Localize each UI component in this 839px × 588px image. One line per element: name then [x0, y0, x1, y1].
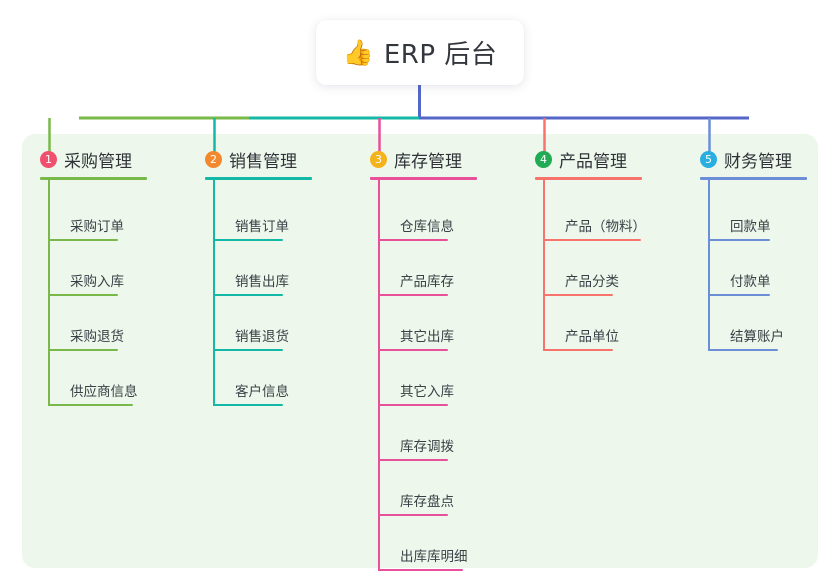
branch-header[interactable]: 4 产品管理 [535, 146, 627, 172]
branch-underline [370, 177, 477, 180]
branch-column-5: 5 财务管理回款单付款单结算账户 [700, 146, 807, 351]
branch-item-label: 库存盘点 [400, 494, 454, 510]
branch-header[interactable]: 1 采购管理 [40, 146, 132, 172]
branch-item[interactable]: 其它出库 [370, 321, 480, 351]
branch-item-label: 产品库存 [400, 274, 454, 290]
branch-vertical-connector [708, 180, 710, 351]
branch-item-label: 销售订单 [235, 219, 289, 235]
branch-number-badge: 1 [40, 150, 57, 168]
branch-item-label: 采购入库 [70, 274, 124, 290]
branch-item-label: 产品单位 [565, 329, 619, 345]
branch-underline [40, 177, 147, 180]
branch-item[interactable]: 产品分类 [535, 266, 645, 296]
thumbs-up-icon: 👍 [342, 38, 374, 67]
branch-vertical-connector [213, 180, 215, 406]
branch-item[interactable]: 结算账户 [700, 321, 810, 351]
branch-number-badge: 5 [700, 150, 717, 168]
branch-item-label: 采购退货 [70, 329, 124, 345]
root-title: ERP 后台 [383, 40, 498, 70]
branch-number-badge: 2 [205, 150, 222, 168]
branch-item[interactable]: 客户信息 [205, 376, 315, 406]
branch-vertical-connector [543, 180, 545, 351]
branch-item-label: 销售退货 [235, 329, 289, 345]
branch-item[interactable]: 库存盘点 [370, 486, 480, 516]
branch-item-underline [213, 349, 283, 351]
branch-item[interactable]: 采购入库 [40, 266, 150, 296]
branch-item-underline [378, 569, 463, 571]
branch-header[interactable]: 2 销售管理 [205, 146, 297, 172]
branch-item-label: 客户信息 [235, 384, 289, 400]
branch-item-underline [378, 349, 448, 351]
branch-item-label: 采购订单 [70, 219, 124, 235]
branch-item-label: 库存调拨 [400, 439, 454, 455]
branch-item-underline [378, 294, 448, 296]
branch-item-underline [378, 514, 448, 516]
branch-item[interactable]: 产品库存 [370, 266, 480, 296]
branch-item[interactable]: 付款单 [700, 266, 802, 296]
branch-item-underline [543, 294, 613, 296]
branch-header[interactable]: 3 库存管理 [370, 146, 462, 172]
branch-column-3: 3 库存管理仓库信息产品库存其它出库其它入库库存调拨库存盘点出库库明细 [370, 146, 477, 571]
branch-header[interactable]: 5 财务管理 [700, 146, 792, 172]
branch-item[interactable]: 其它入库 [370, 376, 480, 406]
branch-item-underline [48, 404, 133, 406]
branch-item[interactable]: 供应商信息 [40, 376, 165, 406]
branch-vertical-connector [48, 180, 50, 406]
branches-panel [22, 134, 818, 568]
branch-underline [205, 177, 312, 180]
root-node[interactable]: 👍 ERP 后台 [316, 20, 524, 85]
branch-column-2: 2 销售管理销售订单销售出库销售退货客户信息 [205, 146, 312, 406]
branch-item-underline [48, 349, 118, 351]
branch-item-underline [378, 404, 448, 406]
branch-item[interactable]: 销售退货 [205, 321, 315, 351]
branch-item-underline [48, 239, 118, 241]
branch-item-underline [543, 349, 613, 351]
branch-item[interactable]: 采购订单 [40, 211, 150, 241]
branch-item-underline [48, 294, 118, 296]
branch-item[interactable]: 库存调拨 [370, 431, 480, 461]
branch-title: 库存管理 [394, 151, 462, 172]
branch-number-badge: 4 [535, 150, 552, 168]
branch-item-underline [213, 294, 283, 296]
branch-item-label: 供应商信息 [70, 384, 138, 400]
branch-item[interactable]: 仓库信息 [370, 211, 480, 241]
branch-column-4: 4 产品管理产品（物料） 产品分类产品单位 [535, 146, 646, 351]
branch-item-label: 结算账户 [730, 329, 784, 345]
branch-item-label: 出库库明细 [400, 549, 468, 565]
branch-item-label: 销售出库 [235, 274, 289, 290]
branch-item-label: 产品（物料） [565, 219, 646, 235]
branch-item-label: 仓库信息 [400, 219, 454, 235]
branch-item[interactable]: 出库库明细 [370, 541, 495, 571]
branch-item-label: 付款单 [730, 274, 771, 290]
branch-title: 财务管理 [724, 151, 792, 172]
branch-title: 采购管理 [64, 151, 132, 172]
branch-item-label: 其它出库 [400, 329, 454, 345]
branch-title: 产品管理 [559, 151, 627, 172]
branch-item[interactable]: 产品单位 [535, 321, 645, 351]
branch-item-underline [543, 239, 641, 241]
branch-item[interactable]: 销售出库 [205, 266, 315, 296]
branch-item[interactable]: 产品（物料） [535, 211, 673, 241]
branch-item-underline [213, 239, 283, 241]
branch-item[interactable]: 回款单 [700, 211, 802, 241]
branch-item-underline [708, 239, 770, 241]
branch-item-label: 其它入库 [400, 384, 454, 400]
branch-item-label: 回款单 [730, 219, 771, 235]
branch-item-underline [708, 349, 778, 351]
branch-item[interactable]: 销售订单 [205, 211, 315, 241]
branch-item-underline [213, 404, 283, 406]
branch-number-badge: 3 [370, 150, 387, 168]
branch-item[interactable]: 采购退货 [40, 321, 150, 351]
branch-title: 销售管理 [229, 151, 297, 172]
branch-column-1: 1 采购管理采购订单采购入库采购退货供应商信息 [40, 146, 147, 406]
branch-vertical-connector [378, 180, 380, 571]
branch-item-underline [378, 459, 448, 461]
branch-underline [535, 177, 642, 180]
branch-underline [700, 177, 807, 180]
branch-item-underline [378, 239, 448, 241]
branch-item-label: 产品分类 [565, 274, 619, 290]
branch-item-underline [708, 294, 770, 296]
